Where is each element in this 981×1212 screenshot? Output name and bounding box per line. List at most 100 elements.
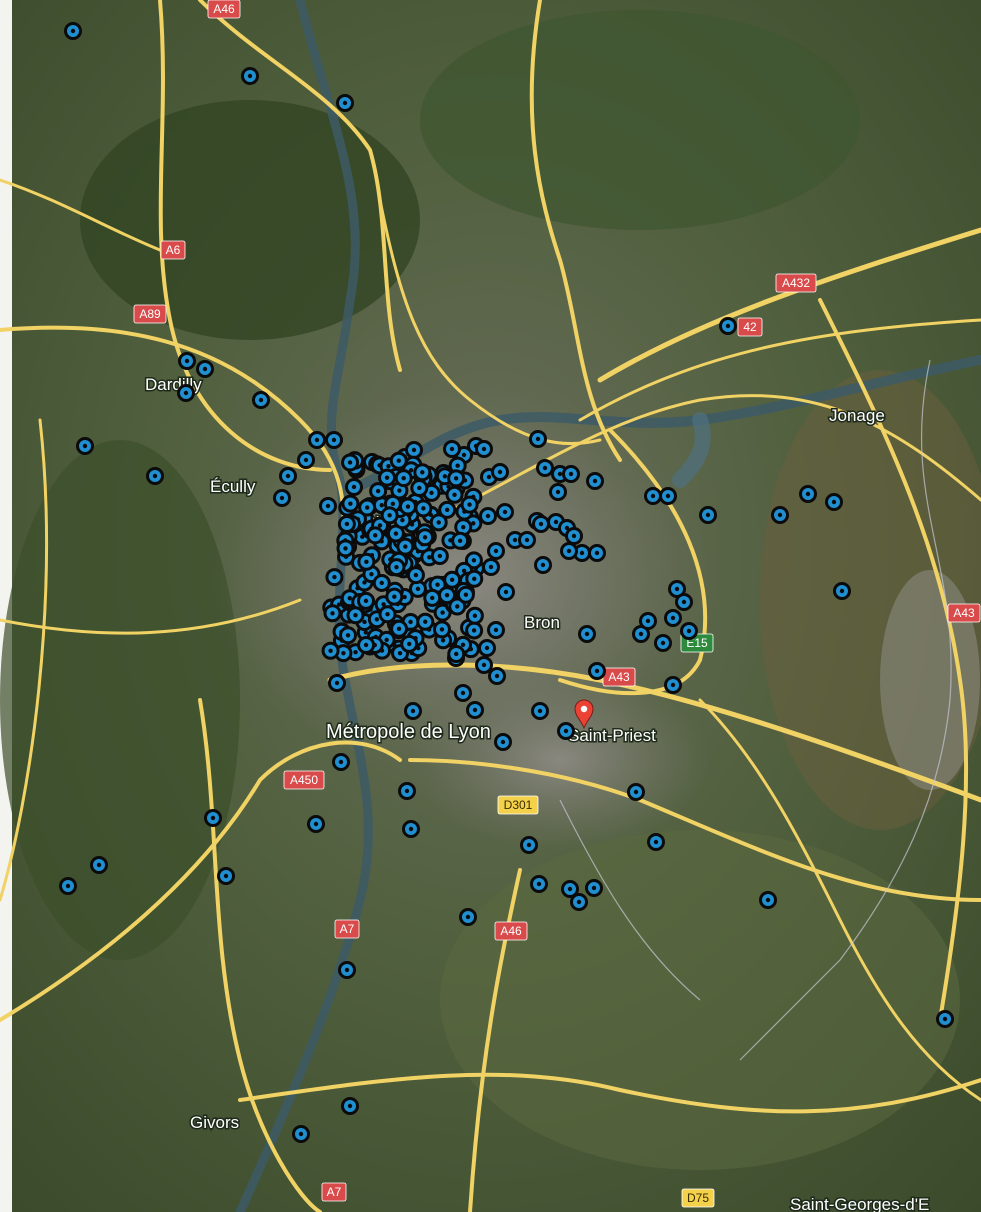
location-marker-center xyxy=(485,513,491,519)
location-marker-center xyxy=(364,505,370,510)
location-marker-center xyxy=(831,499,837,505)
svg-text:A89: A89 xyxy=(139,307,161,321)
location-marker-center xyxy=(660,640,666,646)
road-shield-d301: D301 xyxy=(497,795,539,815)
location-marker-center xyxy=(407,641,412,647)
location-marker-center xyxy=(408,468,414,473)
location-marker-center xyxy=(421,506,426,511)
location-marker-center xyxy=(442,474,448,479)
location-marker-center xyxy=(223,873,229,879)
location-marker-center xyxy=(363,598,369,604)
boundaries xyxy=(559,359,952,1061)
location-marker-center xyxy=(345,633,351,638)
location-marker-center xyxy=(417,485,422,491)
saint-priest-pin[interactable] xyxy=(574,699,594,730)
location-marker-center xyxy=(247,73,253,79)
location-marker-center xyxy=(488,564,494,570)
location-marker-center xyxy=(557,471,563,477)
location-marker-center xyxy=(584,631,590,637)
location-marker-center xyxy=(342,100,348,106)
svg-text:A43: A43 xyxy=(953,606,975,620)
location-marker-center xyxy=(439,627,445,632)
location-marker-center xyxy=(353,649,358,655)
location-marker-center xyxy=(579,550,585,556)
location-markers xyxy=(59,22,954,1143)
location-marker-center xyxy=(455,604,460,609)
location-marker-center xyxy=(542,465,548,471)
location-marker-center xyxy=(332,574,337,580)
location-marker-center xyxy=(405,504,411,509)
location-marker-center xyxy=(298,1131,304,1137)
location-marker-center xyxy=(423,619,428,624)
location-marker-center xyxy=(348,501,353,506)
location-marker-center xyxy=(397,650,403,656)
location-marker-center xyxy=(435,582,440,587)
location-marker-center xyxy=(455,463,460,468)
road-shield-a89: A89 xyxy=(133,304,167,324)
location-marker-center xyxy=(481,662,487,668)
location-marker-center xyxy=(493,548,499,554)
location-marker-center xyxy=(394,564,399,570)
location-marker-center xyxy=(379,580,384,586)
location-marker-center xyxy=(364,559,369,564)
location-marker-center xyxy=(564,525,570,531)
location-marker-center xyxy=(347,460,353,465)
location-marker-center xyxy=(461,524,466,530)
svg-text:D301: D301 xyxy=(504,798,533,812)
location-marker-center xyxy=(512,537,518,543)
location-marker-center xyxy=(385,612,390,617)
location-marker-center xyxy=(481,446,487,452)
road-shield-a43: A43 xyxy=(947,603,981,623)
location-marker-center xyxy=(452,492,457,497)
location-marker-center xyxy=(526,842,532,848)
location-marker-center xyxy=(413,572,419,578)
location-marker-center xyxy=(686,628,692,634)
svg-text:A6: A6 xyxy=(166,243,181,257)
location-marker-center xyxy=(563,728,569,734)
location-marker-center xyxy=(396,458,401,463)
location-marker-center xyxy=(524,537,530,543)
place-label-bron: Bron xyxy=(524,613,560,632)
place-label-m-tropole-de-lyon: Métropole de Lyon xyxy=(326,721,491,743)
place-label-saint-priest: Saint-Priest xyxy=(568,726,656,745)
location-marker-center xyxy=(420,470,425,475)
map-pin-icon[interactable] xyxy=(574,699,594,730)
location-marker-center xyxy=(503,589,509,595)
road-shield-a450: A450 xyxy=(283,770,325,790)
location-marker-center xyxy=(467,502,472,507)
location-marker-center xyxy=(567,886,573,892)
location-marker-center xyxy=(633,789,639,795)
location-marker-center xyxy=(566,548,572,554)
location-marker-center xyxy=(397,488,402,493)
location-marker-center xyxy=(408,826,414,832)
place-label-saint-georges-d-e: Saint-Georges-d'E xyxy=(790,1195,929,1212)
location-marker-center xyxy=(537,708,543,714)
location-marker-center xyxy=(436,520,441,525)
location-marker-center xyxy=(369,571,374,577)
location-marker-center xyxy=(471,628,477,633)
location-marker-center xyxy=(375,488,381,494)
location-marker-center xyxy=(328,648,333,653)
svg-text:A432: A432 xyxy=(782,276,810,290)
location-marker-center xyxy=(363,642,369,648)
place-label-givors: Givors xyxy=(190,1113,239,1132)
location-marker-center xyxy=(152,473,158,479)
location-marker-center xyxy=(401,475,406,481)
location-marker-center xyxy=(343,546,348,551)
location-marker-center xyxy=(465,914,471,920)
location-marker-center xyxy=(594,668,600,674)
location-marker-center xyxy=(258,397,264,403)
location-marker-center xyxy=(184,358,190,364)
location-marker-center xyxy=(422,535,428,540)
location-marker-center xyxy=(449,446,455,452)
location-marker-center xyxy=(457,538,463,543)
location-marker-center xyxy=(638,631,644,637)
location-marker-center xyxy=(82,443,88,449)
location-marker-center xyxy=(463,592,469,597)
location-marker-center xyxy=(404,788,410,794)
road-shield-a432: 42 xyxy=(737,317,763,337)
location-marker-center xyxy=(568,471,574,477)
location-marker-center xyxy=(396,626,402,632)
